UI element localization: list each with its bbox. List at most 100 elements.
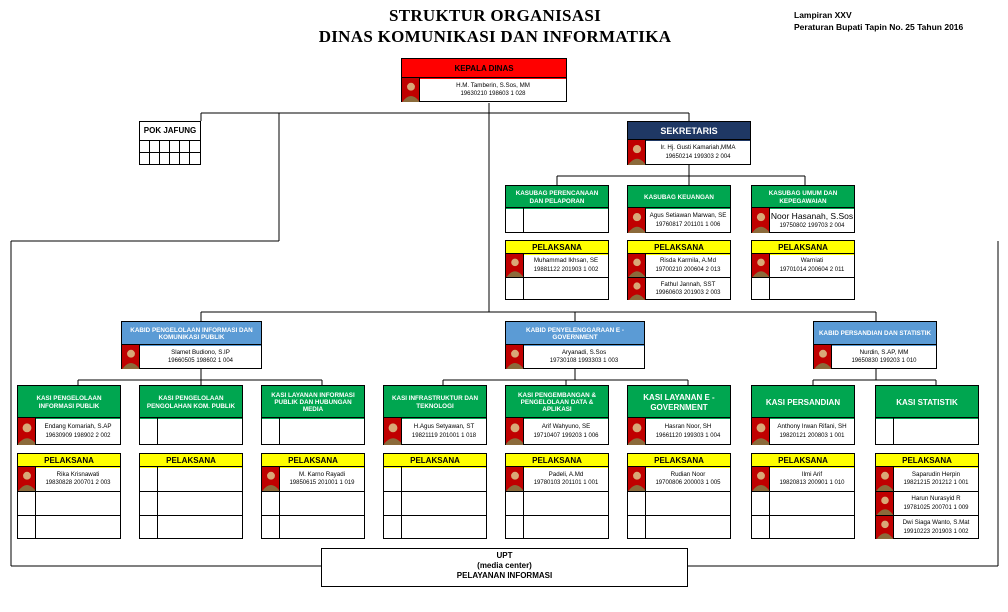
person-text: [280, 418, 364, 445]
person-row: [752, 515, 854, 539]
person-nip: 19850615 201001 1 019: [289, 480, 355, 487]
person-row: [18, 515, 120, 539]
person-text: [158, 418, 242, 445]
kasi-box-4-title: KASI PENGEMBANGAN & PENGELOLAAN DATA & A…: [506, 386, 608, 419]
kasubag-box-0-body: [506, 207, 608, 233]
person-nip: 19830828 200701 2 003: [45, 480, 111, 487]
person-text: [280, 516, 364, 539]
person-text: [770, 492, 854, 515]
person-photo: [18, 467, 36, 491]
person-row: [506, 515, 608, 539]
person-photo: [140, 418, 158, 445]
kasi-box-1-title: KASI PENGELOLAAN PENGOLAHAN KOM. PUBLIK: [140, 386, 242, 419]
grid-cell: [140, 153, 150, 165]
kabid-box-0-title: KABID PENGELOLAAN INFORMASI DAN KOMUNIKA…: [122, 322, 261, 346]
kasi-pelaksana-box-6-title: PELAKSANA: [752, 454, 854, 468]
kasi-box-3-title: KASI INFRASTRUKTUR DAN TEKNOLOGI: [384, 386, 486, 419]
person-photo: [402, 78, 420, 102]
person-row: [752, 277, 854, 300]
person-photo: [876, 467, 894, 491]
grid-cell: [180, 141, 190, 153]
person-photo: [752, 254, 770, 277]
person-row: [262, 418, 364, 445]
person-row: [140, 467, 242, 491]
kasubag-box-0-title: KASUBAG PERENCANAAN DAN PELAPORAN: [506, 186, 608, 209]
person-photo: [140, 492, 158, 515]
person-text: [158, 492, 242, 515]
pokjafung-grid: [140, 140, 200, 165]
person-text: [770, 278, 854, 300]
person-row: [506, 491, 608, 515]
person-name: Dwi Siaga Wanto, S.Mat: [902, 519, 970, 527]
person-photo: [628, 467, 646, 491]
person-photo: [628, 254, 646, 277]
person-photo: [506, 208, 524, 233]
person-photo: [262, 418, 280, 445]
person-photo: [140, 516, 158, 539]
person-nip: 19881122 201903 1 002: [533, 266, 599, 273]
person-photo: [384, 418, 402, 445]
person-row: [628, 491, 730, 515]
lampiran-label: Lampiran XXV: [794, 10, 852, 20]
grid-cell: [190, 153, 200, 165]
person-name: Warniati: [800, 257, 824, 265]
sekretaris-box-title: SEKRETARIS: [628, 122, 750, 141]
kasi-box-2: KASI LAYANAN INFORMASI PUBLIK DAN HUBUNG…: [261, 385, 365, 445]
kasubag-box-0: KASUBAG PERENCANAAN DAN PELAPORAN: [505, 185, 609, 233]
kabid-box-2-title: KABID PERSANDIAN DAN STATISTIK: [814, 322, 936, 346]
person-photo: [876, 516, 894, 539]
connector-lines: [10, 103, 999, 567]
grid-cell: [170, 141, 180, 153]
person-nip: 19960603 201903 2 003: [655, 290, 721, 297]
person-nip: 19910223 201903 1 002: [903, 528, 969, 535]
person-name: Padeli, A.Md: [548, 470, 584, 478]
person-photo: [628, 492, 646, 515]
person-name: Agus Setiawan Marwan, SE: [649, 212, 727, 220]
kasi-pelaksana-box-3-body: [384, 466, 486, 539]
sek-pelaksana-box-1-title: PELAKSANA: [628, 241, 730, 255]
person-text: [402, 467, 486, 491]
person-text: [646, 516, 730, 539]
person-name: M. Karno Rayadi: [298, 470, 346, 478]
person-nip: 19820121 200803 1 001: [779, 432, 845, 439]
person-photo: [628, 418, 646, 445]
person-nip: 19821119 201001 1 018: [411, 432, 477, 439]
person-name: Risda Karmila, A.Md: [659, 257, 717, 265]
person-photo: [18, 492, 36, 515]
person-text: [524, 278, 608, 300]
grid-cell: [170, 153, 180, 165]
